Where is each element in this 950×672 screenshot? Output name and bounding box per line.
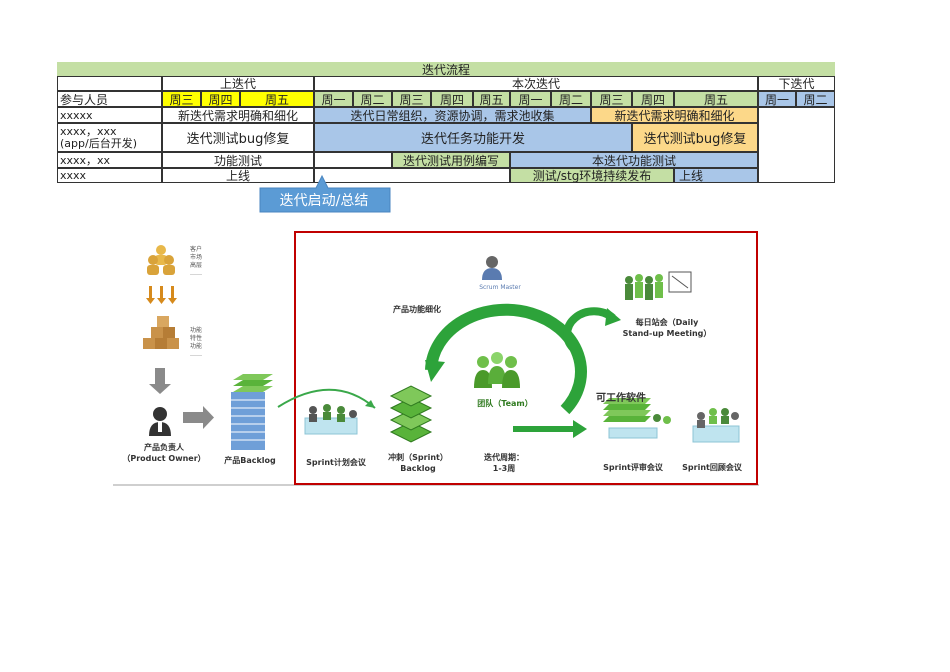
daily-standup-icon — [625, 271, 692, 300]
task-cell: 迭代测试用例编写 — [392, 152, 510, 168]
sprint-retro-label: Sprint回顾会议 — [682, 463, 742, 472]
day-cell: 周五 — [240, 91, 314, 107]
sprint-retro-meeting-icon — [692, 408, 740, 443]
participant-cell: xxxx，xx — [57, 152, 162, 168]
stakeholder-label: 市场 — [190, 254, 203, 261]
daily-standup-cn: 每日站会（Daily — [635, 318, 699, 327]
stakeholder-label: 高层 — [190, 262, 203, 269]
day-cell: 周三 — [591, 91, 632, 107]
task-cell: 本迭代功能测试 — [510, 152, 758, 168]
participant-role: (app/后台开发) — [60, 136, 137, 150]
sprint-review-label: Sprint评审会议 — [603, 463, 663, 472]
task-cell: 新迭代需求明确和细化 — [162, 107, 314, 123]
participant-cell: xxxx，xxx (app/后台开发) — [57, 123, 162, 152]
day-cell: 周一 — [758, 91, 796, 107]
participant-name: xxxx，xxx — [60, 124, 117, 138]
sprint-backlog-en: Backlog — [400, 464, 436, 473]
participant-cell: xxxxx — [57, 107, 162, 123]
stakeholder-label: 客户 — [190, 246, 203, 253]
table-title: 迭代流程 — [57, 62, 835, 76]
feature-labels: 功能 特性 功能 …… — [190, 327, 220, 359]
baseline — [113, 484, 759, 486]
task-cell: 迭代测试bug修复 — [632, 123, 758, 152]
task-cell: 迭代任务功能开发 — [314, 123, 632, 152]
day-cell: 周三 — [162, 91, 201, 107]
scrum-master-label: Scrum Master — [479, 284, 521, 291]
callout-arrow — [259, 174, 391, 213]
participant-cell: xxxx — [57, 168, 162, 183]
feature-label: 功能 — [190, 327, 203, 334]
features-boxes-icon — [143, 316, 179, 349]
task-cell: 测试/stg环境持续发布 — [510, 168, 674, 183]
day-cell: 周二 — [353, 91, 392, 107]
task-cell: 迭代日常组织，资源协调，需求池收集 — [314, 107, 591, 123]
sprint-cycle-arrow-icon — [425, 303, 587, 415]
down-arrows-icon — [146, 286, 177, 304]
day-cell: 周四 — [632, 91, 674, 107]
day-cell: 周三 — [392, 91, 431, 107]
scrum-graphics — [143, 245, 740, 450]
sprint-backlog-cn: 冲刺（Sprint） — [388, 453, 448, 462]
section-prev: 上迭代 — [162, 76, 314, 91]
product-owner-cn: 产品负责人 — [144, 443, 184, 452]
working-software-icon — [603, 398, 671, 439]
sprint-planning-meeting-icon — [304, 404, 358, 435]
sprint-cycle-title: 迭代周期： — [484, 453, 524, 462]
product-owner-icon — [149, 407, 171, 436]
daily-standup-label: 每日站会（Daily Stand-up Meeting） — [612, 317, 722, 339]
task-cell: 上线 — [162, 168, 314, 183]
sprint-output-arrow-icon — [513, 420, 587, 438]
empty-cell — [314, 168, 510, 183]
sprint-cycle-value: 1-3周 — [492, 464, 516, 473]
sprint-backlog-label: 冲刺（Sprint） Backlog — [380, 452, 456, 474]
day-cell: 周一 — [314, 91, 353, 107]
stakeholders-labels: 客户 市场 高层 …… — [190, 246, 220, 278]
header-blank — [57, 76, 162, 91]
product-backlog-icon — [231, 374, 273, 450]
daily-standup-en: Stand-up Meeting） — [622, 329, 712, 338]
callout-label: 迭代启动/总结 — [279, 193, 369, 209]
sprint-planning-label: Sprint计划会议 — [306, 458, 366, 467]
empty-cell — [314, 152, 392, 168]
feature-label: 特性 — [190, 335, 203, 342]
row-header-participants: 参与人员 — [57, 91, 162, 107]
day-cell: 周五 — [674, 91, 758, 107]
working-software-label: 可工作软件 — [596, 393, 646, 404]
day-cell: 周二 — [796, 91, 835, 107]
task-cell: 新迭代需求明确和细化 — [591, 107, 758, 123]
down-arrow-icon — [149, 368, 171, 394]
day-cell: 周一 — [510, 91, 551, 107]
task-cell: 功能测试 — [162, 152, 314, 168]
day-cell: 周五 — [473, 91, 510, 107]
day-cell: 周四 — [201, 91, 240, 107]
stakeholder-label: …… — [190, 270, 202, 277]
product-owner-en: （Product Owner） — [122, 454, 206, 463]
product-backlog-label: 产品Backlog — [224, 456, 276, 465]
day-cell: 周四 — [431, 91, 473, 107]
empty-cell — [758, 107, 835, 183]
team-icon — [474, 352, 520, 388]
team-label: 团队（Team） — [477, 399, 533, 408]
sprint-backlog-icon — [389, 385, 433, 443]
product-owner-label: 产品负责人 （Product Owner） — [118, 442, 210, 464]
section-current: 本次迭代 — [314, 76, 758, 91]
feature-label: …… — [190, 351, 202, 358]
stakeholders-icon — [147, 245, 175, 275]
daily-cycle-arrow-icon — [563, 307, 621, 354]
right-arrow-icon — [183, 406, 214, 429]
scrum-diagram — [113, 222, 759, 486]
feature-refine-label: 产品功能细化 — [393, 305, 441, 314]
flow-arrow-icon — [277, 388, 376, 409]
sprint-frame — [294, 231, 758, 485]
feature-label: 功能 — [190, 343, 203, 350]
day-cell: 周二 — [551, 91, 591, 107]
task-cell: 上线 — [674, 168, 758, 183]
task-cell: 迭代测试bug修复 — [162, 123, 314, 152]
scrum-master-icon — [482, 256, 502, 280]
section-next: 下迭代 — [758, 76, 835, 91]
sprint-cycle-label: 迭代周期： 1-3周 — [464, 452, 544, 474]
